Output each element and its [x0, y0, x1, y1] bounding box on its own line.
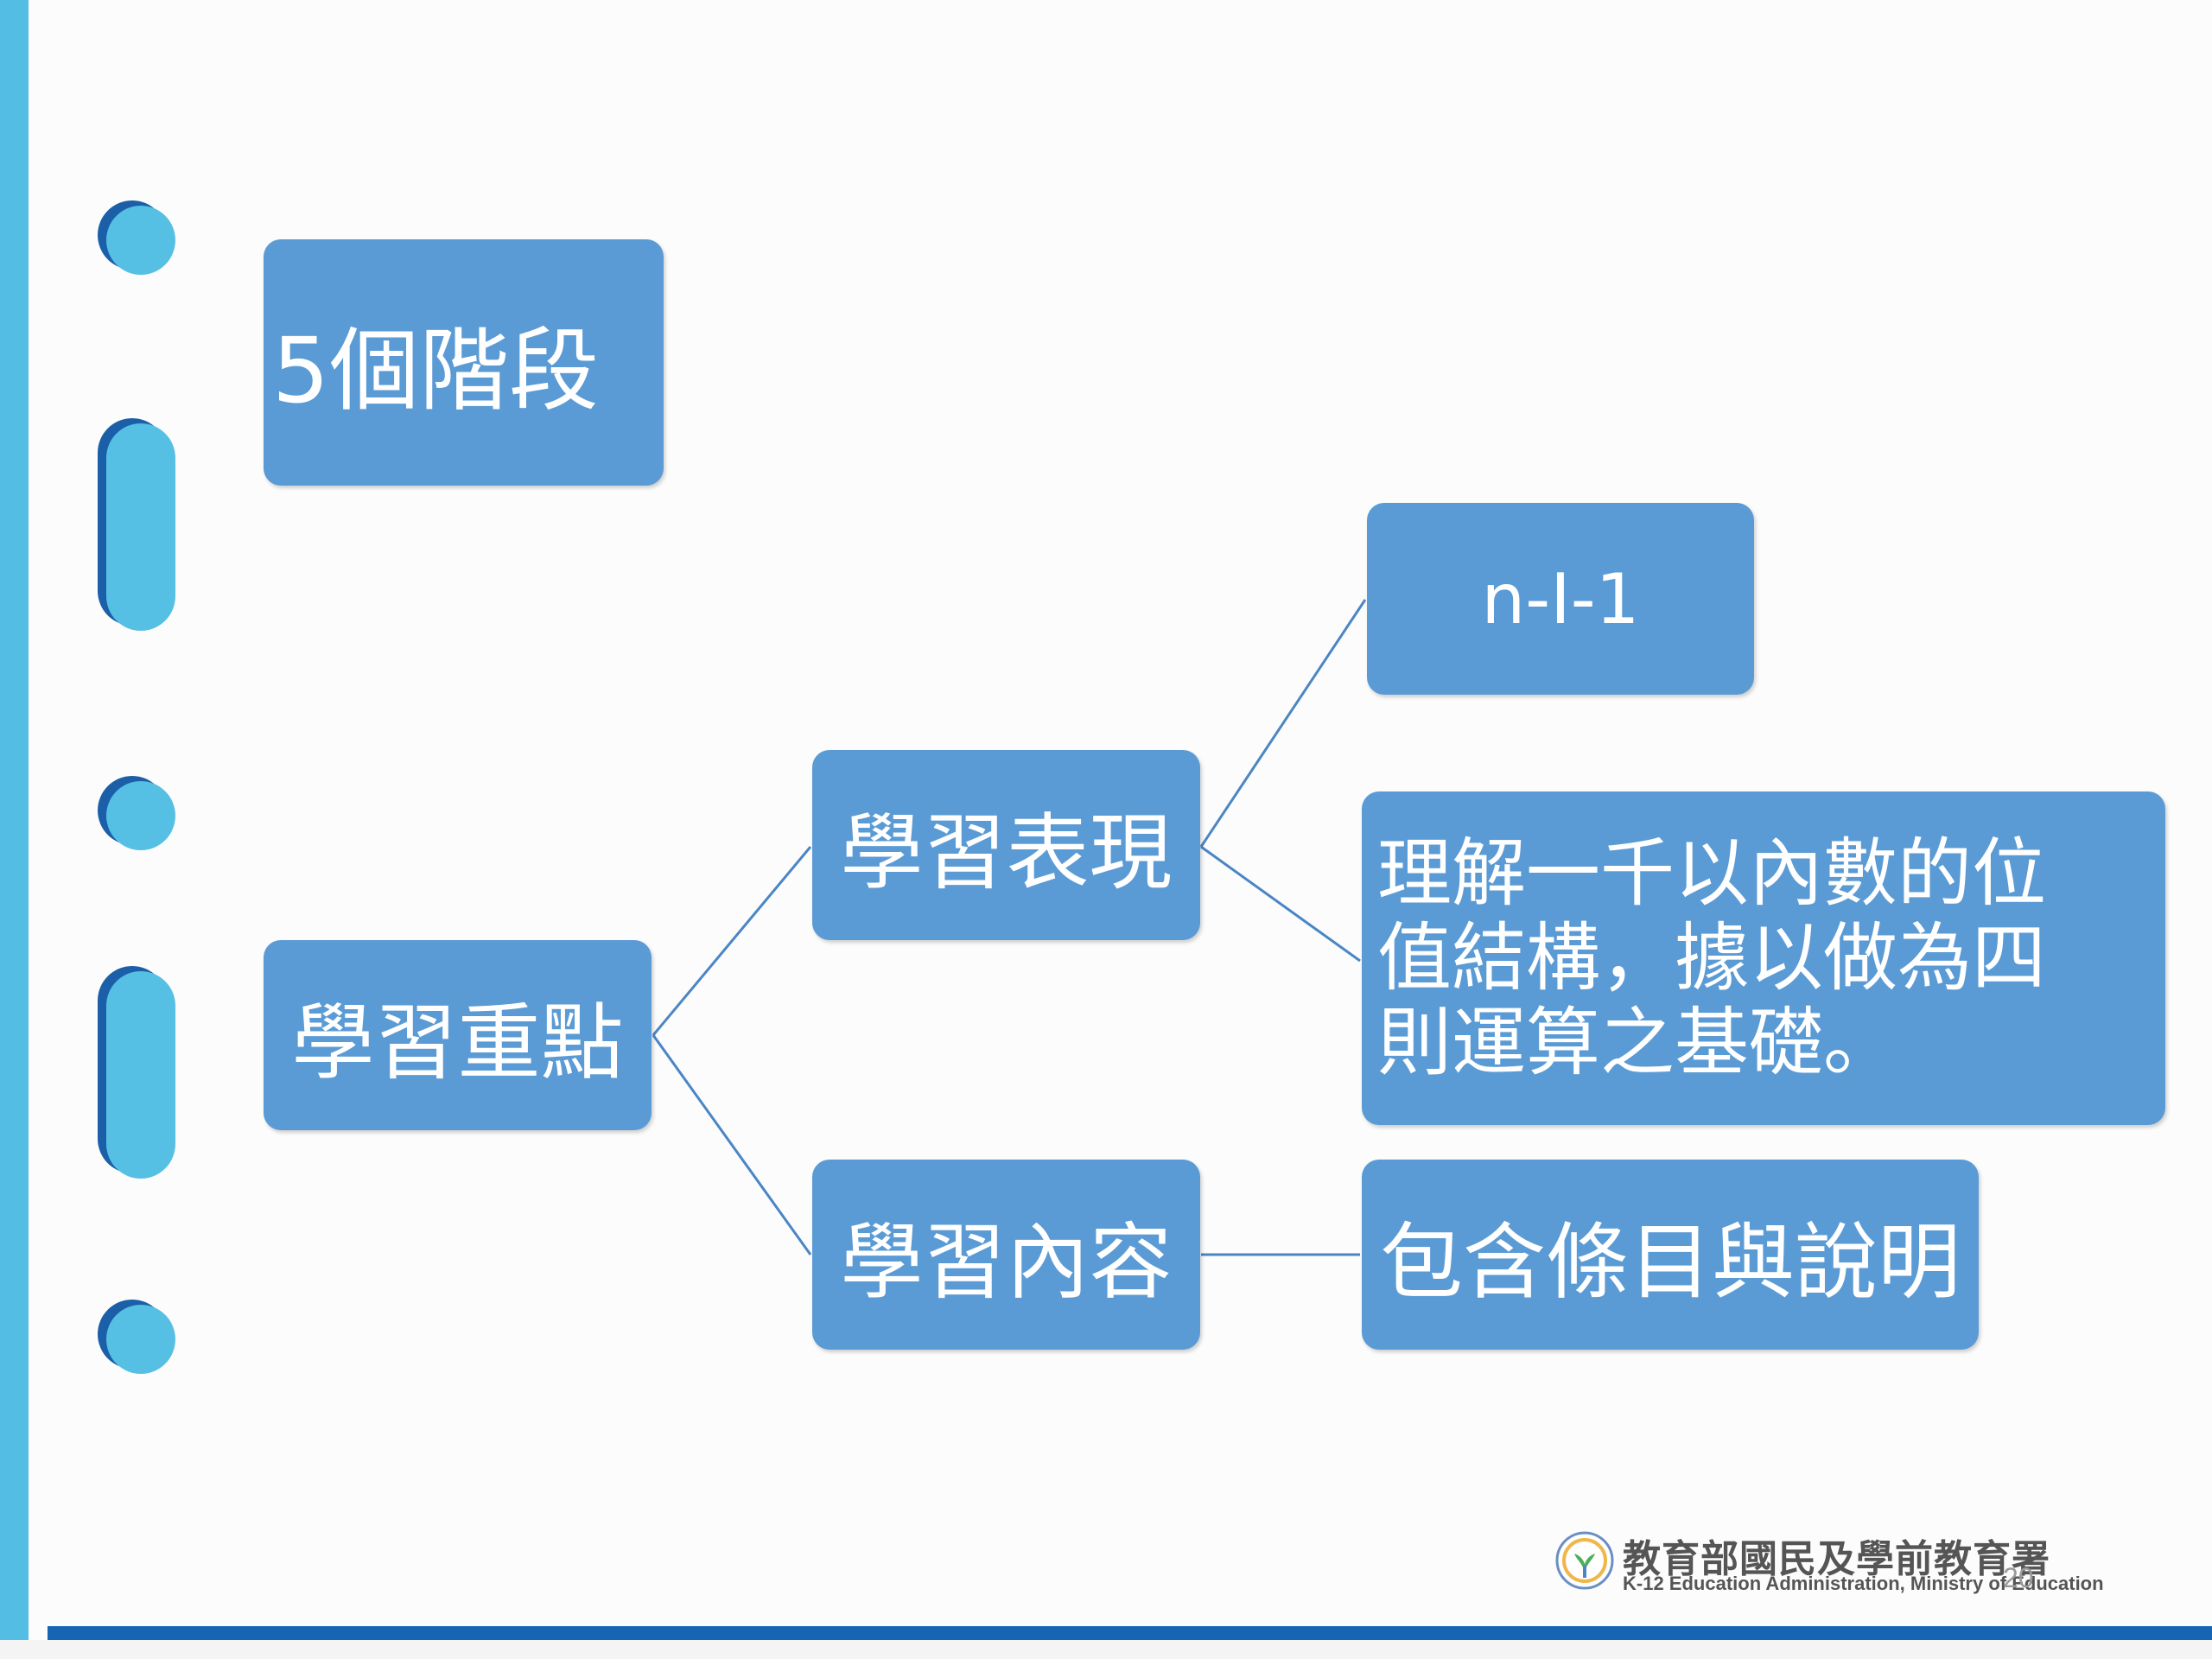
root-node: 學習重點	[264, 940, 652, 1130]
leaf-description-node: 理解一千以內數的位值結構，據以做為四則運算之基礎。	[1362, 791, 2165, 1125]
binder-slot-2	[106, 971, 175, 1179]
binder-hole-1	[106, 206, 175, 275]
branch-content-node: 學習內容	[812, 1160, 1200, 1350]
stage-box-label: 5個階段	[272, 318, 600, 423]
connector-root-performance	[652, 846, 812, 1036]
branch-content-label: 學習內容	[840, 1213, 1173, 1311]
binder-hole-3	[106, 1305, 175, 1374]
footer-org-name-en: K-12 Education Administration, Ministry …	[1623, 1573, 2104, 1594]
branch-performance-label: 學習表現	[840, 804, 1173, 901]
leaf-code-label: n-I-1	[1481, 558, 1640, 639]
connector-root-content	[652, 1034, 812, 1255]
ministry-seal-logo	[1555, 1531, 1614, 1590]
left-accent-bar	[0, 0, 29, 1659]
bottom-margin	[0, 1640, 2212, 1659]
stage-box: 5個階段	[264, 239, 664, 486]
leaf-description-label: 理解一千以內數的位值結構，據以做為四則運算之基礎。	[1377, 830, 2046, 1086]
binder-hole-2	[106, 781, 175, 850]
footer-org-name-zh: 教育部國民及學前教育署	[1623, 1537, 2050, 1581]
leaf-content-label: 包含條目與說明	[1380, 1213, 1961, 1311]
binder-slot-1	[106, 423, 175, 631]
leaf-code-node: n-I-1	[1367, 503, 1754, 695]
bottom-accent-bar	[48, 1626, 2212, 1640]
leaf-content-node: 包含條目與說明	[1362, 1160, 1979, 1350]
page-number: 20	[2003, 1562, 2034, 1593]
connector-performance-code	[1199, 599, 1367, 848]
connector-performance-description	[1200, 845, 1361, 963]
root-node-label: 學習重點	[291, 994, 624, 1091]
branch-performance-node: 學習表現	[812, 750, 1200, 940]
